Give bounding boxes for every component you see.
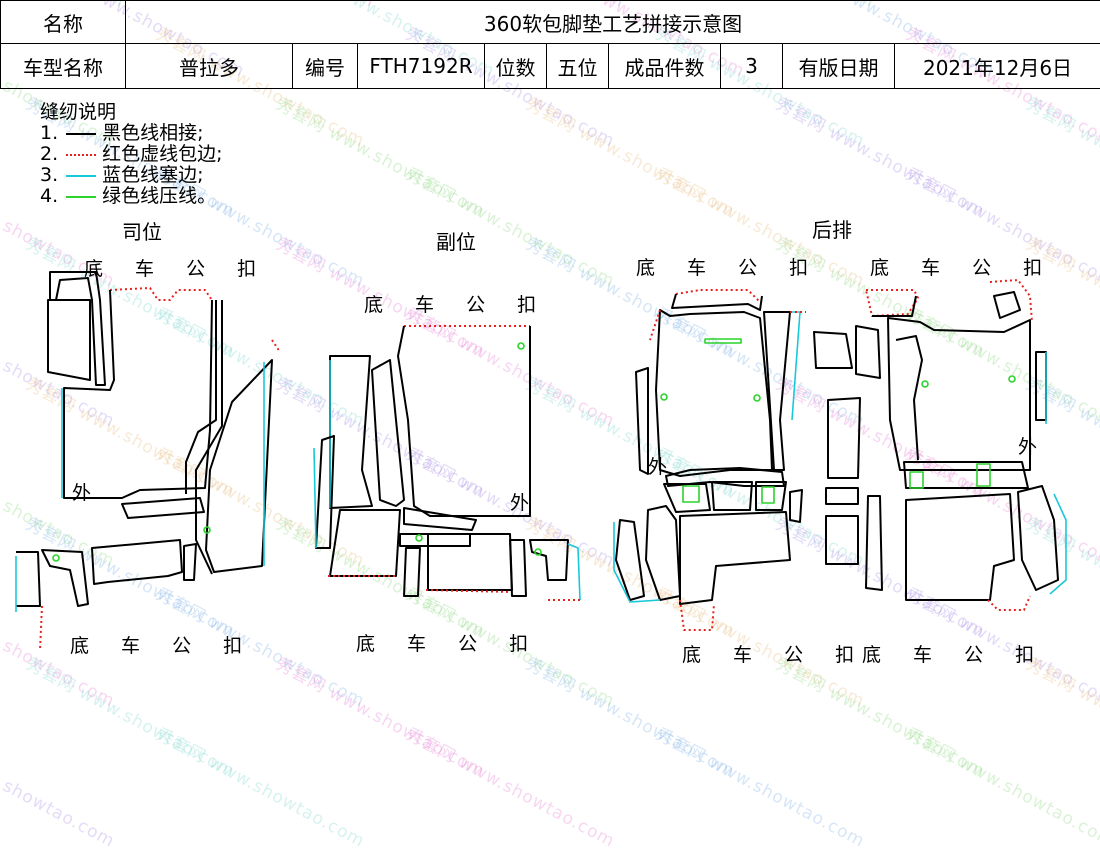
press-line [705,339,741,343]
mat-piece [400,534,470,546]
press-mark [1009,376,1015,382]
rear-mat [614,280,1066,630]
mat-piece [372,360,404,506]
watermark-text: 秀套网 www.showtao.com [403,720,621,852]
mat-piece [664,484,710,512]
mat-piece [530,540,568,580]
mat-piece [330,356,372,508]
driver-mat [16,272,280,650]
edge-binding [866,290,918,316]
mat-piece [184,544,196,580]
edge-binding [40,606,42,650]
mat-piece [616,520,644,600]
watermark-text: 秀套网 www.showtao.com [653,720,871,852]
mat-piece [1018,486,1058,590]
mat-pattern-diagram: .k{stroke:#000;stroke-width:2;fill:none}… [0,0,1100,734]
mat-piece [646,506,680,600]
press-mark [754,395,760,401]
mat-piece [92,540,182,584]
mat-piece [656,310,772,476]
mat-piece [510,540,526,596]
mat-piece [48,300,90,380]
mat-piece [866,496,882,590]
edge-binding [272,340,280,352]
press-square [977,464,990,486]
mat-piece [888,318,1030,470]
mat-piece [906,494,1014,600]
watermark-text: 秀套网 www.showtao.com [153,720,371,852]
press-mark [922,381,928,387]
tunnel-piece [826,488,858,504]
press-mark [661,394,667,400]
mat-piece [50,272,105,385]
seam [672,294,762,310]
edge-binding [110,288,212,300]
press-square [683,486,699,502]
insert-edge [614,522,660,602]
press-mark [53,555,59,561]
press-mark [518,343,524,349]
mat-piece [398,326,530,516]
mat-piece [64,290,212,498]
mat-piece [122,498,204,518]
seam [896,336,922,460]
press-mark [416,535,422,541]
edge-binding [988,596,1030,610]
insert-edge [790,312,800,420]
mat-piece [1036,352,1046,420]
mat-piece [42,550,88,606]
mat-piece [330,510,400,576]
seam [872,296,916,316]
mat-piece [404,508,476,530]
insert-edge [568,544,580,600]
watermark-text: 秀套网 www.showtao.com [903,720,1100,852]
mat-piece [404,548,420,596]
mat-piece [856,326,880,378]
tunnel-piece [826,516,858,564]
mat-piece [680,512,790,604]
press-square [910,472,923,488]
mat-piece [994,292,1020,318]
press-square [762,487,774,503]
edge-binding [676,290,760,302]
mat-piece [316,436,334,548]
edge-binding [680,600,714,630]
passenger-mat [314,326,580,600]
mat-piece [814,332,852,368]
insert-edge [314,448,316,548]
tunnel-piece [828,398,860,478]
mat-piece [790,490,802,522]
mat-piece [16,552,40,606]
mat-piece [636,368,648,474]
watermark-text: 秀套网 www.showtao.com [0,720,121,852]
